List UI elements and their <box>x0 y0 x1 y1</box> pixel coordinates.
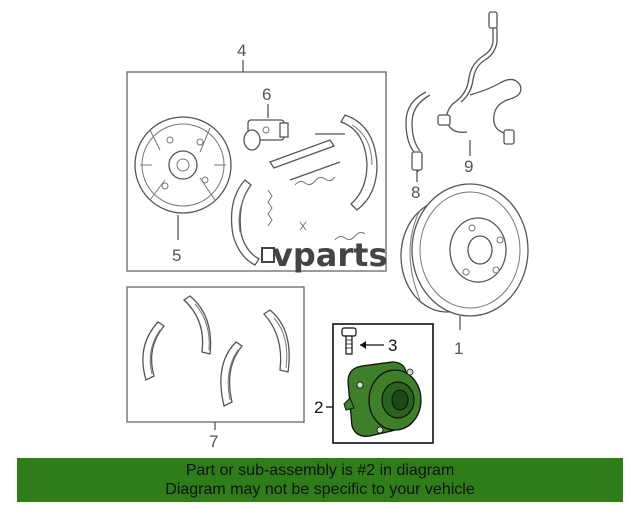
callout-5: 5 <box>172 246 181 265</box>
banner-line-2: Diagram may not be specific to your vehi… <box>165 481 475 498</box>
brake-shoe-right <box>340 114 378 211</box>
adjuster-assembly <box>269 133 345 186</box>
callout-3: 3 <box>388 336 397 355</box>
info-banner: Part or sub-assembly is #2 in diagram Di… <box>17 458 623 502</box>
wheel-stud <box>341 327 357 355</box>
abs-sensor <box>405 91 431 173</box>
backing-plate <box>134 116 232 214</box>
hub-bearing-assembly <box>343 361 422 437</box>
callout-8: 8 <box>411 183 420 202</box>
shoe-kit <box>142 295 290 407</box>
group-box-2 <box>332 323 434 444</box>
watermark: vparts <box>261 236 387 274</box>
callout-2: 2 <box>314 398 323 417</box>
callout-1: 1 <box>454 339 463 358</box>
brake-drum <box>400 183 529 317</box>
parts-diagram: 4 5 6 <box>126 11 529 451</box>
brake-shoe-left <box>230 179 260 266</box>
callout-4: 4 <box>237 41 246 60</box>
watermark-text: vparts <box>272 236 387 274</box>
wheel-cylinder <box>243 119 289 151</box>
banner-line-1: Part or sub-assembly is #2 in diagram <box>185 462 455 479</box>
abs-harness <box>437 11 522 145</box>
group-box-7 <box>126 286 305 423</box>
callout-6: 6 <box>262 85 271 104</box>
callout-9: 9 <box>464 157 473 176</box>
callout-7: 7 <box>209 432 218 451</box>
return-springs <box>267 189 366 241</box>
group-box-4 <box>126 71 387 272</box>
